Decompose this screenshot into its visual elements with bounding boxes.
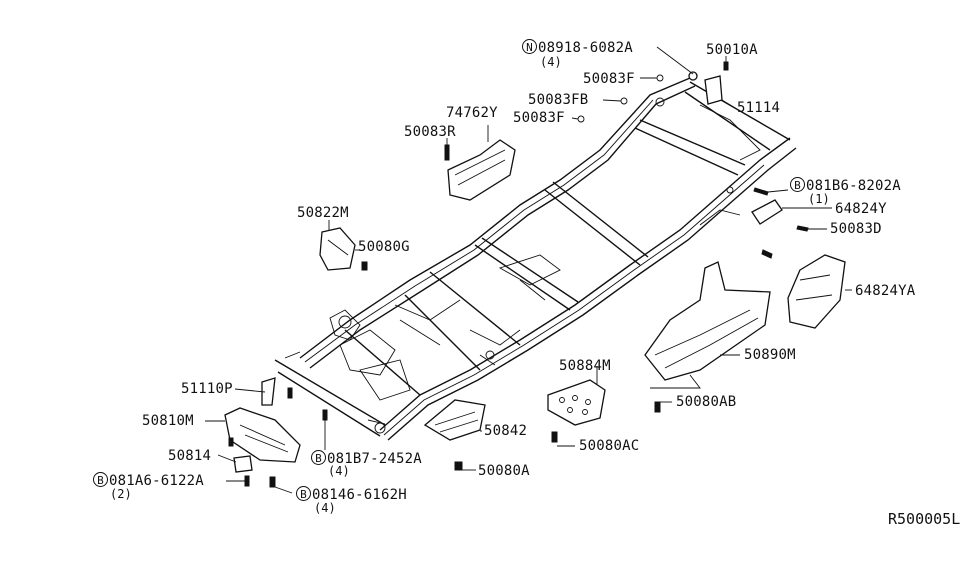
label-51114: 51114 xyxy=(737,100,781,116)
shield-64824YA xyxy=(787,254,846,329)
qty-081B6-8202A: (1) xyxy=(808,192,830,206)
label-50083FB: 50083FB xyxy=(528,92,589,108)
b-badge-icon: B xyxy=(790,177,805,192)
plate-50842 xyxy=(423,399,486,471)
label-51110P: 51110P xyxy=(181,381,233,397)
label-50080AC: 50080AC xyxy=(579,438,640,454)
skid-50810M xyxy=(224,377,328,488)
label-50814: 50814 xyxy=(168,448,212,464)
label-50083R: 50083R xyxy=(404,124,456,140)
label-64824Y: 64824Y xyxy=(835,201,887,217)
label-50080A: 50080A xyxy=(478,463,530,479)
label-50890M: 50890M xyxy=(744,347,796,363)
label-50080G: 50080G xyxy=(358,239,410,255)
n-badge-icon: N xyxy=(522,39,537,54)
bracket-64824Y xyxy=(751,187,809,259)
diagram-reference-code: R500005L xyxy=(888,510,961,528)
b-badge-icon: B xyxy=(93,472,108,487)
label-50842: 50842 xyxy=(484,423,528,439)
label-74762Y: 74762Y xyxy=(446,105,498,121)
label-50010A: 50010A xyxy=(706,42,758,58)
leader-lines xyxy=(205,46,852,494)
vehicle-frame xyxy=(274,77,797,441)
b-badge-icon: B xyxy=(311,450,326,465)
label-50083F-lower: 50083F xyxy=(513,110,565,126)
label-50884M: 50884M xyxy=(559,358,611,374)
bracket-51114 xyxy=(688,61,729,105)
b-badge-icon: B xyxy=(296,486,311,501)
bracket-50822M xyxy=(319,227,368,271)
label-50083D: 50083D xyxy=(830,221,882,237)
label-50822M: 50822M xyxy=(297,205,349,221)
qty-081B7-2452A: (4) xyxy=(328,464,350,478)
qty-08918-6082A: (4) xyxy=(540,55,562,69)
label-50083F-top: 50083F xyxy=(583,71,635,87)
label-50810M: 50810M xyxy=(142,413,194,429)
skid-plate-50890M xyxy=(644,261,771,389)
qty-081A6-6122A: (2) xyxy=(110,487,132,501)
plate-50884M xyxy=(547,379,661,443)
label-64824YA: 64824YA xyxy=(855,283,916,299)
qty-08146-6162H: (4) xyxy=(314,501,336,515)
cover-74762Y xyxy=(444,139,516,201)
label-50080AB: 50080AB xyxy=(676,394,737,410)
